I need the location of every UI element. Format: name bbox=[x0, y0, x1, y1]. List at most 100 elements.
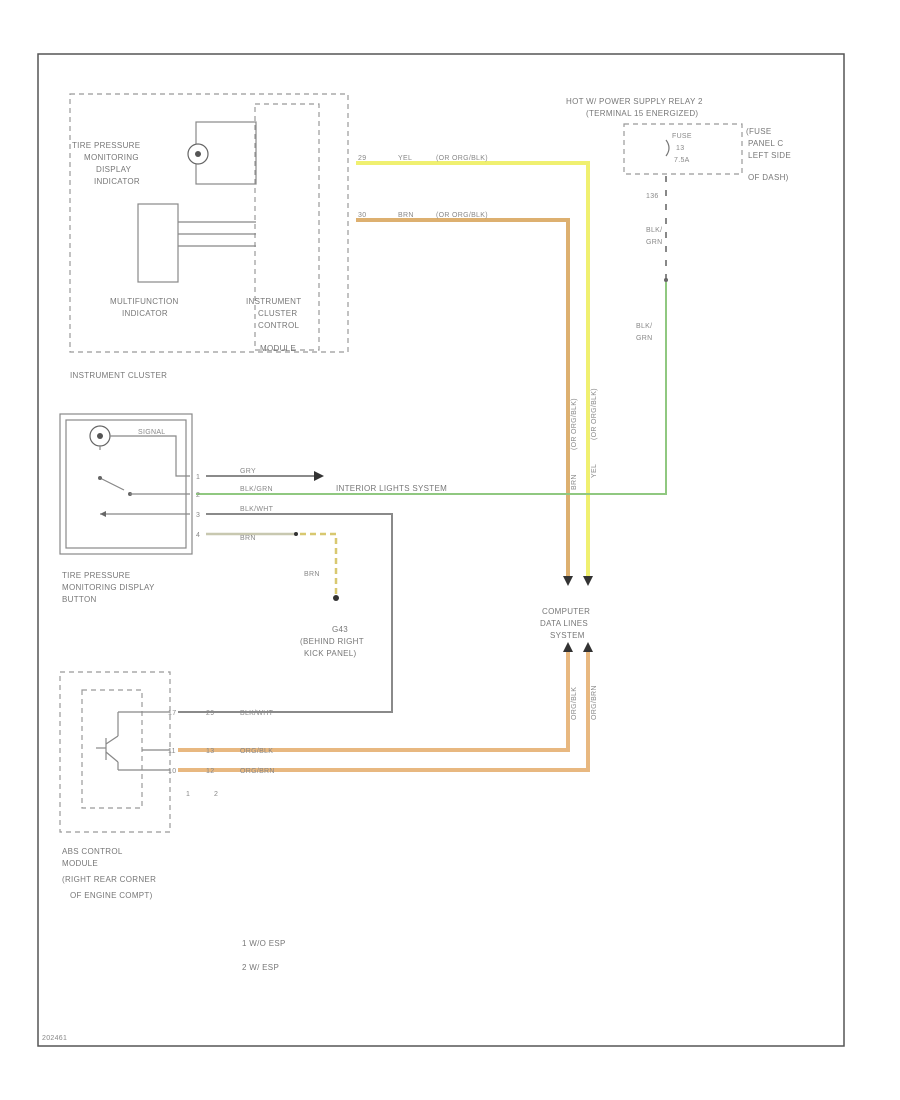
can-low-wire bbox=[356, 218, 570, 578]
relay-wire-num: 136 bbox=[646, 193, 659, 200]
ground-wire bbox=[300, 532, 338, 596]
cluster-module-label-2: CLUSTER bbox=[258, 309, 297, 318]
abs-pin3-color: ORG/BRN bbox=[240, 768, 275, 775]
instrument-cluster-label: INSTRUMENT CLUSTER bbox=[70, 371, 167, 380]
abs-pin2-a: 11 bbox=[168, 748, 176, 755]
btn-pin2-num: 2 bbox=[196, 492, 200, 499]
fuse-panel-box bbox=[623, 123, 743, 175]
ground-symbol bbox=[333, 595, 339, 601]
instrument-cluster-box bbox=[69, 93, 349, 353]
vert-org-label: (OR ORG/BLK) bbox=[571, 398, 578, 450]
tpms-button-label-2: MONITORING DISPLAY bbox=[62, 583, 155, 592]
can-high-alt: (OR ORG/BLK) bbox=[436, 155, 488, 162]
abs-module-inner bbox=[81, 689, 143, 809]
can-low-color: BRN bbox=[398, 212, 414, 219]
abs-pin1-a: 17 bbox=[168, 710, 176, 717]
vert-yel2-label: YEL bbox=[591, 464, 598, 478]
btn-pin4-color: BRN bbox=[240, 535, 256, 542]
btn-pin4-num: 4 bbox=[196, 532, 200, 539]
abs-org-brn-wire bbox=[178, 652, 590, 772]
ground-label-2: (BEHIND RIGHT bbox=[300, 637, 364, 646]
fuse-panel-label-1: (FUSE bbox=[746, 127, 772, 136]
btn-pin1-color: GRY bbox=[240, 468, 256, 475]
data-lines-arrow-4 bbox=[583, 642, 593, 652]
can-high-pin: 29 bbox=[358, 155, 366, 162]
relay-wire-color2-2: GRN bbox=[636, 335, 652, 342]
tpms-button-box bbox=[59, 413, 193, 555]
tpms-indicator-label-4: INDICATOR bbox=[94, 177, 140, 186]
abs-vert1-label: ORG/BLK bbox=[571, 687, 578, 720]
btn-pin2-color: BLK/GRN bbox=[240, 486, 273, 493]
fuse-label-2: 13 bbox=[676, 145, 684, 152]
fuse-label-1: FUSE bbox=[672, 133, 692, 140]
abs-vert2-label: ORG/BRN bbox=[591, 685, 598, 720]
vert-yel-label: (OR ORG/BLK) bbox=[591, 388, 598, 440]
fuse-panel-label-4: OF DASH) bbox=[748, 173, 789, 182]
relay-wire-color2-1: BLK/ bbox=[636, 323, 652, 330]
cluster-module-label-1: INSTRUMENT bbox=[246, 297, 301, 306]
can-high-wire bbox=[356, 161, 590, 578]
abs-pin2-color: ORG/BLK bbox=[240, 748, 273, 755]
tpms-button-label-1: TIRE PRESSURE bbox=[62, 571, 130, 580]
interior-lights-wire bbox=[196, 282, 667, 495]
footer-code: 202461 bbox=[42, 1035, 67, 1042]
abs-module-label-3: (RIGHT REAR CORNER bbox=[62, 875, 156, 884]
abs-pin3-b: 12 bbox=[206, 768, 214, 775]
power-relay-label-1: HOT W/ POWER SUPPLY RELAY 2 bbox=[566, 97, 703, 106]
abs-module-label-4: OF ENGINE COMPT) bbox=[70, 891, 153, 900]
cluster-module-label-4: MODULE bbox=[260, 344, 296, 353]
btn-pin3-color: BLK/WHT bbox=[240, 506, 274, 513]
abs-pin3-a: 10 bbox=[168, 768, 176, 775]
ground-label-3: KICK PANEL) bbox=[304, 649, 357, 658]
legend-item-2: 2 W/ ESP bbox=[242, 963, 279, 972]
abs-module-label-1: ABS CONTROL bbox=[62, 847, 123, 856]
tpms-indicator-label-1: TIRE PRESSURE bbox=[72, 141, 140, 150]
legend-item-1: 1 W/O ESP bbox=[242, 939, 286, 948]
data-lines-label-2: DATA LINES bbox=[540, 619, 588, 628]
btn-pin1-num: 1 bbox=[196, 474, 200, 481]
tpms-indicator-label-2: MONITORING bbox=[84, 153, 139, 162]
vert-brn-label: BRN bbox=[571, 474, 578, 490]
data-lines-arrow-3 bbox=[563, 642, 573, 652]
power-relay-label-2: (TERMINAL 15 ENERGIZED) bbox=[586, 109, 698, 118]
data-lines-arrow-1 bbox=[563, 576, 573, 586]
multifunction-label-2: INDICATOR bbox=[122, 309, 168, 318]
relay-wire-color-1: BLK/ bbox=[646, 227, 662, 234]
cluster-module-label-3: CONTROL bbox=[258, 321, 299, 330]
data-lines-arrow-2 bbox=[583, 576, 593, 586]
abs-pin1-b: 29 bbox=[206, 710, 214, 717]
fuse-label-3: 7.5A bbox=[674, 157, 690, 164]
btn-pin3-num: 3 bbox=[196, 512, 200, 519]
multifunction-indicator-box bbox=[137, 203, 179, 283]
tpms-indicator-lamp bbox=[187, 121, 257, 185]
abs-transistor-icon bbox=[96, 711, 170, 771]
abs-module-label-2: MODULE bbox=[62, 859, 98, 868]
abs-pin2-b: 13 bbox=[206, 748, 214, 755]
ground-label-1: G43 bbox=[332, 625, 348, 634]
diagram-frame bbox=[37, 53, 845, 1047]
tpms-button-inner bbox=[65, 419, 187, 549]
button-switch-icon bbox=[98, 446, 190, 517]
btn-pin3-wire bbox=[178, 513, 393, 713]
btn-signal-label: SIGNAL bbox=[138, 429, 165, 436]
can-low-alt: (OR ORG/BLK) bbox=[436, 212, 488, 219]
abs-org-blk-wire bbox=[178, 652, 570, 752]
relay-wire-color-2: GRN bbox=[646, 239, 662, 246]
ground-wire-color: BRN bbox=[304, 571, 320, 578]
data-lines-label-3: SYSTEM bbox=[550, 631, 585, 640]
can-high-color: YEL bbox=[398, 155, 412, 162]
data-lines-label-1: COMPUTER bbox=[542, 607, 590, 616]
abs-mark-2: 2 bbox=[214, 791, 218, 798]
abs-mark-1: 1 bbox=[186, 791, 190, 798]
tpms-button-label-3: BUTTON bbox=[62, 595, 97, 604]
can-low-pin: 30 bbox=[358, 212, 366, 219]
cluster-control-module-box bbox=[254, 103, 320, 351]
interior-lights-label: INTERIOR LIGHTS SYSTEM bbox=[336, 484, 447, 493]
abs-module-box bbox=[59, 671, 171, 833]
tpms-indicator-label-3: DISPLAY bbox=[96, 165, 132, 174]
multifunction-label-1: MULTIFUNCTION bbox=[110, 297, 179, 306]
fuse-symbol bbox=[665, 139, 670, 157]
abs-pin1-color: BLK/WHT bbox=[240, 710, 274, 717]
fuse-panel-label-2: PANEL C bbox=[748, 139, 783, 148]
